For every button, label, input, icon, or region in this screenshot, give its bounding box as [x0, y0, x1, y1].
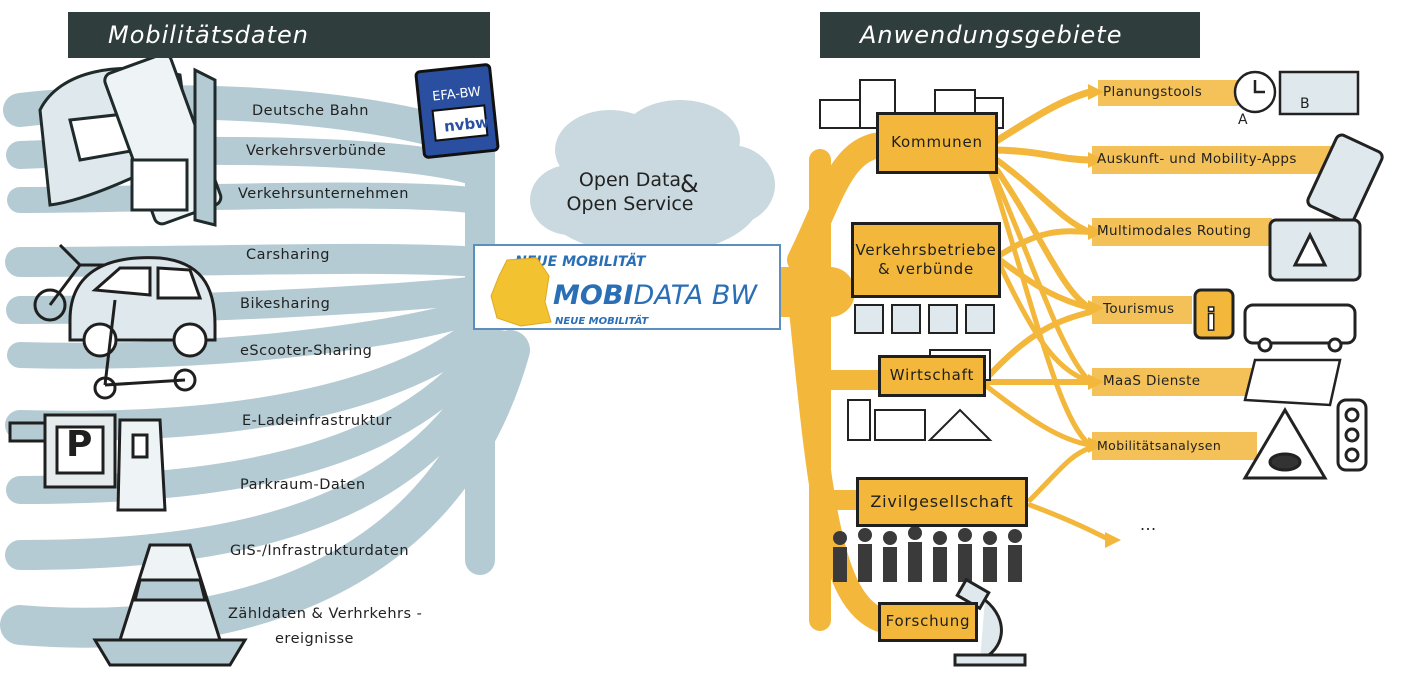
- efa-bw-badge: EFA-BW nvbw: [414, 63, 500, 159]
- sector-verkehrsbetriebe-line1: Verkehrsbetriebe: [855, 240, 997, 259]
- city-map-icon: [1243, 358, 1342, 407]
- right-header: Anwendungsgebiete: [820, 12, 1200, 58]
- source-label-e-ladeinfrastruktur: E-Ladeinfrastruktur: [242, 413, 392, 429]
- phone-app-icon: [1306, 133, 1384, 225]
- source-label-ereignisse: ereignisse: [275, 631, 354, 647]
- clock-map-icon: A B: [1233, 70, 1360, 128]
- left-header: Mobilitätsdaten: [68, 12, 490, 58]
- source-label-parkraum-daten: Parkraum-Daten: [240, 477, 366, 493]
- application-highlights: [1092, 80, 1332, 460]
- people-crowd-icon: [833, 526, 1022, 582]
- train-icon: [38, 52, 223, 227]
- cloud-line1: Open Data: [578, 169, 682, 191]
- source-label-verkehrsverbuende: Verkehrsverbünde: [246, 143, 387, 159]
- app-label-maas: MaaS Dienste: [1103, 373, 1201, 389]
- logo-brand-light: DATA BW: [633, 280, 758, 311]
- mobidata-bw-logo: NEUE MOBILITÄT MOBIDATA BW NEUE MOBILITÄ…: [473, 244, 781, 330]
- app-label-tourismus: Tourismus: [1103, 301, 1175, 317]
- app-label-routing: Multimodales Routing: [1097, 223, 1252, 239]
- icon-letter-b: B: [1300, 96, 1310, 112]
- car-icon: [68, 256, 217, 358]
- microscope-icon: [953, 577, 1027, 667]
- source-label-bikesharing: Bikesharing: [240, 296, 331, 312]
- sector-kommunen: Kommunen: [876, 112, 998, 174]
- badge-line2: nvbw: [443, 113, 490, 136]
- badge-line1: EFA-BW: [432, 85, 482, 105]
- sector-wirtschaft: Wirtschaft: [878, 355, 986, 397]
- cloud-shape: [530, 100, 775, 255]
- source-label-zaehldaten: Zähldaten & Verhrkehrs -: [228, 606, 423, 622]
- cloud-ampersand: &: [680, 170, 699, 198]
- source-label-escooter-sharing: eScooter-Sharing: [240, 343, 373, 359]
- icon-letter-parking: P: [66, 424, 93, 465]
- source-label-carsharing: Carsharing: [246, 247, 330, 263]
- sector-forschung: Forschung: [878, 602, 978, 642]
- logo-brand: MOBIDATA BW: [553, 280, 757, 311]
- info-and-bus-icon: i: [1193, 288, 1357, 353]
- bw-map-icon: [490, 257, 552, 327]
- logo-top-text: NEUE MOBILITÄT: [515, 254, 646, 270]
- cloud-text: Open Data Open Service: [555, 168, 705, 216]
- source-label-gis-infrastrukturdaten: GIS-/Infrastrukturdaten: [230, 543, 410, 559]
- cloud-line2: Open Service: [566, 193, 694, 215]
- application-streams: [787, 88, 1113, 632]
- warning-sign-icon: [1242, 407, 1328, 480]
- logo-tagline: NEUE MOBILITÄT: [555, 316, 649, 327]
- icon-letter-a: A: [1238, 112, 1248, 128]
- sector-zivilgesellschaft: Zivilgesellschaft: [856, 477, 1028, 527]
- traffic-light-icon: [1336, 398, 1368, 472]
- source-label-verkehrsunternehmen: Verkehrsunternehmen: [238, 186, 409, 202]
- logo-brand-bold: MOBI: [553, 280, 634, 311]
- charging-station-icon: [116, 418, 167, 512]
- icon-letter-info: i: [1206, 303, 1216, 338]
- sector-verkehrsbetriebe-line2: & verbünde: [877, 260, 975, 278]
- routing-tablet-icon: [1268, 218, 1362, 282]
- bike-icon: [33, 243, 110, 322]
- app-label-planungstools: Planungstools: [1103, 84, 1203, 100]
- app-label-auskunft: Auskunft- und Mobility-Apps: [1097, 151, 1297, 167]
- bus-shelters-icon: [854, 304, 995, 334]
- source-label-deutsche-bahn: Deutsche Bahn: [252, 103, 369, 119]
- traffic-cone-icon: [92, 543, 248, 667]
- sector-verkehrsbetriebe: Verkehrsbetriebe & verbünde: [851, 222, 1001, 298]
- parking-sign-icon: [8, 413, 117, 489]
- escooter-icon: [93, 299, 197, 400]
- app-label-more: ...: [1140, 515, 1157, 534]
- app-label-mobilitaetsanalysen: Mobilitätsanalysen: [1097, 438, 1222, 453]
